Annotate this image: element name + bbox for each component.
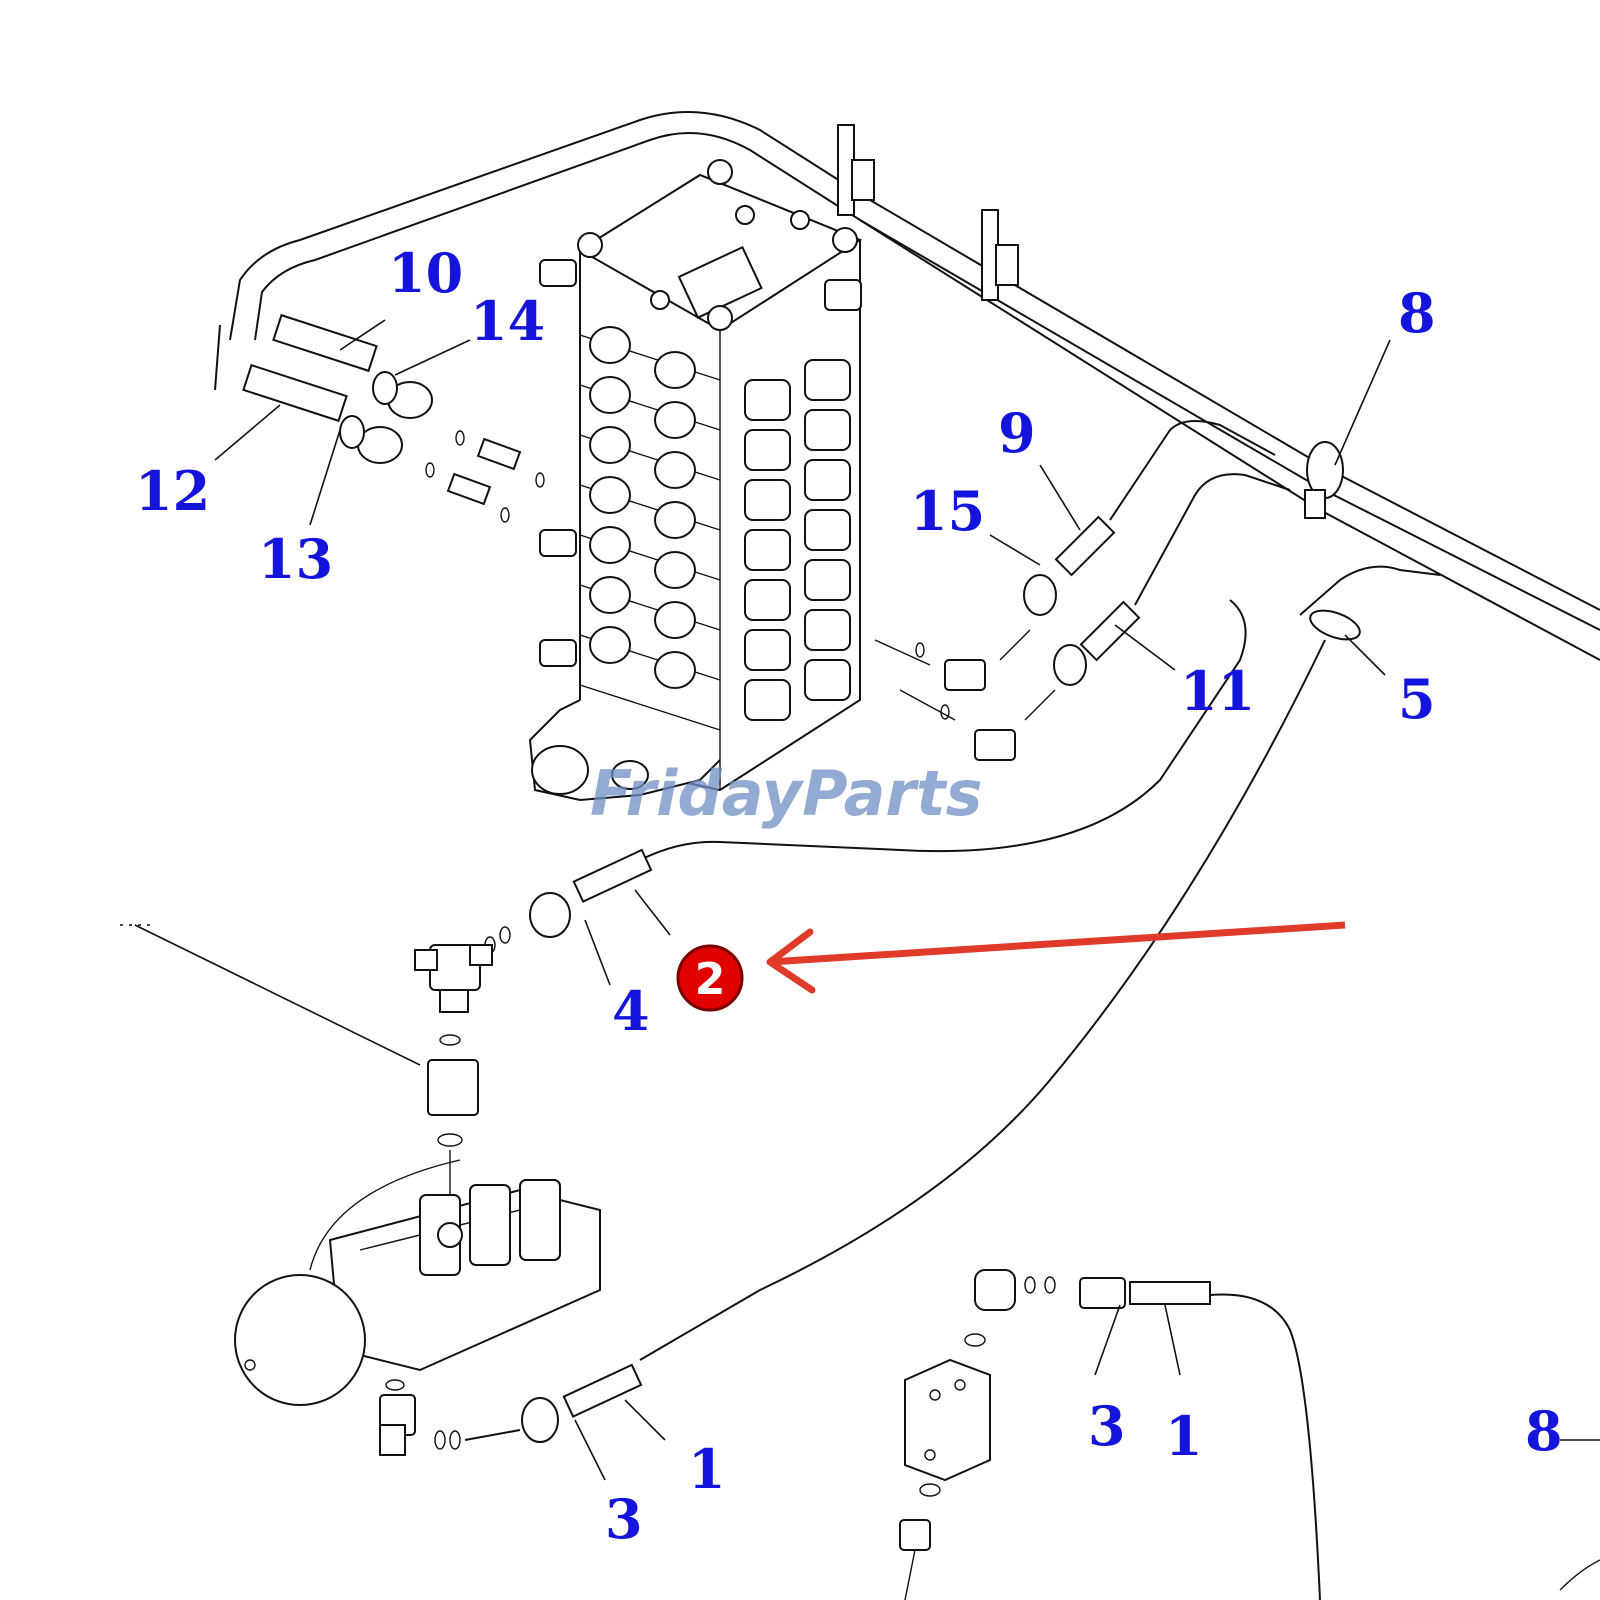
lower-right-block [899, 1269, 1056, 1600]
lower-valve-assembly [234, 1159, 601, 1406]
callout-8-top: 8 [1398, 281, 1436, 345]
pipe-clamp-8 [1304, 441, 1344, 519]
callout-9: 9 [998, 401, 1036, 465]
callout-15: 15 [910, 479, 985, 543]
leader-pointer [134, 924, 421, 1066]
callout-13: 13 [258, 527, 333, 591]
hose-1-left [464, 1363, 643, 1443]
callout-3-right: 3 [1088, 1394, 1126, 1458]
adapter-fitting [427, 1034, 479, 1230]
highlight-number: 2 [695, 954, 726, 1005]
elbows-right [874, 629, 1056, 761]
hose-11 [1053, 600, 1141, 686]
callout-1-right: 1 [1165, 1404, 1203, 1468]
hose-9-line [1109, 420, 1276, 521]
callout-8-bottom: 8 [1525, 1399, 1563, 1463]
callout-4: 4 [612, 979, 650, 1043]
callout-11: 11 [1180, 659, 1255, 723]
hose-10 [272, 313, 433, 419]
watermark-text: FridayParts [590, 757, 983, 830]
pipe-clamp-1 [837, 124, 875, 216]
highlight-arrow [766, 921, 1346, 994]
hose-clamp-5 [1309, 609, 1361, 641]
callout-labels: 10 14 12 13 8 9 15 11 5 4 1 3 3 1 8 [135, 241, 1563, 1551]
edge-fragment [1559, 1559, 1600, 1591]
valve-spools-right [744, 359, 851, 721]
control-valve-block [528, 159, 863, 802]
pipe-clamp-2 [981, 209, 1019, 301]
hose-4-line [639, 599, 1247, 861]
hose-5-top [1299, 565, 1441, 616]
hose-5 [639, 639, 1326, 1361]
callout-5: 5 [1398, 667, 1436, 731]
callout-12: 12 [135, 459, 210, 523]
callout-14: 14 [470, 289, 545, 353]
hose-1-right [1079, 1277, 1321, 1600]
hose-4 [484, 848, 653, 954]
leader-lines [214, 319, 1600, 1481]
callout-1-left: 1 [688, 1437, 726, 1501]
tee-fitting [414, 944, 493, 1013]
callout-10: 10 [388, 241, 463, 305]
callout-3-left: 3 [605, 1487, 643, 1551]
nipples-left [425, 430, 545, 523]
hose-9 [1023, 515, 1116, 616]
hose-11-line [1134, 473, 1291, 606]
valve-sections-left [579, 326, 721, 731]
highlight-badge: 2 [676, 944, 744, 1012]
elbow-fitting-left [379, 1379, 461, 1456]
